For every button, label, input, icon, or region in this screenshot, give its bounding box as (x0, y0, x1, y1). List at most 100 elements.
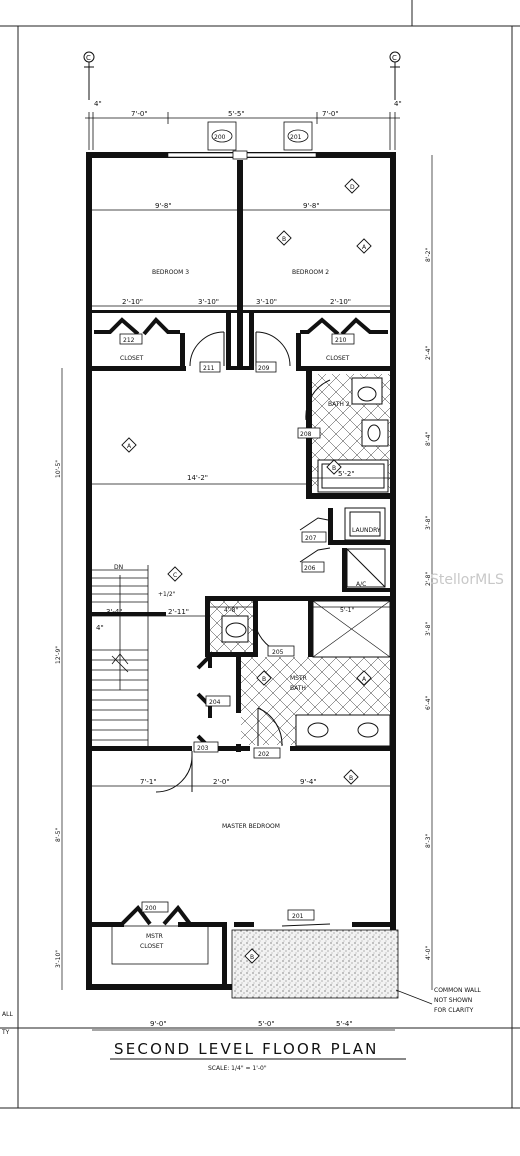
dim-bottom-1: 9'-0" (150, 1020, 167, 1028)
interior-walls (92, 160, 390, 984)
right-dims: 8'-2" 2'-4" 8'-4" 3'-8" 2'-8" 3'-8" 6'-4… (425, 248, 432, 960)
svg-text:8'-3": 8'-3" (425, 834, 432, 848)
svg-text:8'-5": 8'-5" (55, 828, 62, 842)
note-common-wall-2: NOT SHOWN (434, 997, 472, 1004)
dim-stair-2: 2'-11" (168, 608, 189, 616)
marker-a-1: A (362, 244, 367, 251)
door-tag-202: 202 (258, 751, 270, 758)
note-common-wall-1: COMMON WALL (434, 987, 481, 994)
dim-mbr-2: 2'-0" (213, 778, 230, 786)
dim-bottom-2: 5'-0" (258, 1020, 275, 1028)
note-common-wall-3: FOR CLARITY (434, 1007, 474, 1014)
room-closet-right: CLOSET (326, 355, 350, 362)
room-bedroom2: BEDROOM 2 (292, 269, 329, 276)
page-title: SECOND LEVEL FLOOR PLAN (114, 1040, 379, 1058)
interior-dimension-lines (92, 209, 395, 1031)
svg-text:4'-0": 4'-0" (425, 946, 432, 960)
marker-b-3: B (262, 676, 266, 683)
marker-c: C (173, 572, 177, 579)
door-tag-207: 207 (305, 535, 317, 542)
dim-step: +1/2" (158, 591, 176, 598)
room-master-bedroom: MASTER BEDROOM (222, 823, 280, 830)
dim-top-right-4: 4" (394, 100, 402, 108)
section-marker-right: C (392, 54, 397, 62)
note-left-edge-1: ALL (2, 1011, 13, 1018)
dim-bath-width: 5'-2" (338, 470, 355, 478)
note-left-edge-2: TY (1, 1029, 10, 1036)
window-tag-200-bottom: 200 (145, 905, 157, 912)
mstr-bath-fixtures (221, 615, 391, 747)
scale-label: SCALE: 1/4" = 1'-0" (208, 1065, 267, 1072)
dim-closet-1: 2'-10" (122, 298, 143, 306)
dim-hall-width: 14'-2" (187, 474, 208, 482)
watermark: StellorMLS (430, 572, 504, 588)
room-bedroom3: BEDROOM 3 (152, 269, 189, 276)
svg-text:2'-4": 2'-4" (425, 346, 432, 360)
mstr-closet-shelf (111, 925, 209, 965)
door-tag-203: 203 (197, 745, 209, 752)
room-mstr-bath-2: BATH (290, 685, 306, 692)
svg-text:3'-8": 3'-8" (425, 516, 432, 530)
svg-text:10'-5": 10'-5" (55, 460, 62, 478)
room-laundry: LAUNDRY (352, 527, 381, 534)
svg-text:12'-9": 12'-9" (55, 646, 62, 664)
door-tag-212: 212 (123, 337, 135, 344)
room-mstr-bath-1: MSTR (290, 675, 307, 682)
svg-text:6'-4": 6'-4" (425, 696, 432, 710)
svg-text:2'-8": 2'-8" (425, 572, 432, 586)
dim-stair-1: 3'-4" (106, 608, 123, 616)
top-dimension-lines (85, 112, 400, 150)
marker-b-1: B (282, 236, 286, 243)
window-tag-200: 200 (214, 134, 226, 141)
door-tag-206: 206 (304, 565, 316, 572)
door-tag-209: 209 (258, 365, 270, 372)
window-tag-201-bottom: 201 (292, 913, 304, 920)
marker-d: D (350, 184, 355, 191)
stair-dn-label: DN (114, 564, 123, 571)
note-leader (395, 989, 433, 1005)
room-mstr-closet-1: MSTR (146, 933, 163, 940)
dim-closet-3: 3'-10" (256, 298, 277, 306)
section-markers (83, 51, 401, 100)
dim-closet-2: 3'-10" (198, 298, 219, 306)
dim-bottom-3: 5'-4" (336, 1020, 353, 1028)
dim-closet-4: 2'-10" (330, 298, 351, 306)
dim-bed2-width: 9'-8" (303, 202, 320, 210)
dim-shower-width: 5'-1" (340, 607, 354, 614)
window-tag-200-box (207, 121, 237, 151)
dim-bed3-width: 9'-8" (155, 202, 172, 210)
dim-mbr-3: 9'-4" (300, 778, 317, 786)
door-tag-211: 211 (203, 365, 215, 372)
dim-top-left-4: 4" (94, 100, 102, 108)
exterior-walls (86, 150, 396, 990)
window-tag-201-box (283, 121, 313, 151)
laundry-fixtures (344, 507, 386, 588)
room-mstr-closet-2: CLOSET (140, 943, 164, 950)
door-tag-210: 210 (335, 337, 347, 344)
marker-b-2: B (332, 465, 336, 472)
svg-text:3'-8": 3'-8" (425, 622, 432, 636)
diamond-markers (121, 178, 372, 964)
bath2-fixtures (317, 377, 389, 493)
window-tag-201: 201 (290, 134, 302, 141)
marker-b-4: B (349, 775, 353, 782)
dim-top-1: 7'-0" (131, 110, 148, 118)
section-marker-left: C (86, 54, 91, 62)
door-swings (155, 331, 331, 927)
svg-text:8'-2": 8'-2" (425, 248, 432, 262)
sheet-frame (0, 0, 520, 1109)
balcony-speckle (231, 929, 399, 999)
room-ac: A/C (356, 581, 366, 588)
marker-b-5: B (250, 954, 254, 961)
marker-a-3: A (362, 676, 367, 683)
door-tag-204: 204 (209, 699, 221, 706)
dim-wc-width: 4'-8" (224, 607, 238, 614)
dim-top-2: 5'-5" (228, 110, 245, 118)
marker-a-2: A (127, 443, 132, 450)
tag-boxes (119, 333, 355, 921)
svg-text:8'-4": 8'-4" (425, 432, 432, 446)
room-bath2: BATH 2 (328, 401, 350, 408)
door-tag-208: 208 (300, 431, 312, 438)
dim-stair-3: 4" (96, 624, 104, 632)
